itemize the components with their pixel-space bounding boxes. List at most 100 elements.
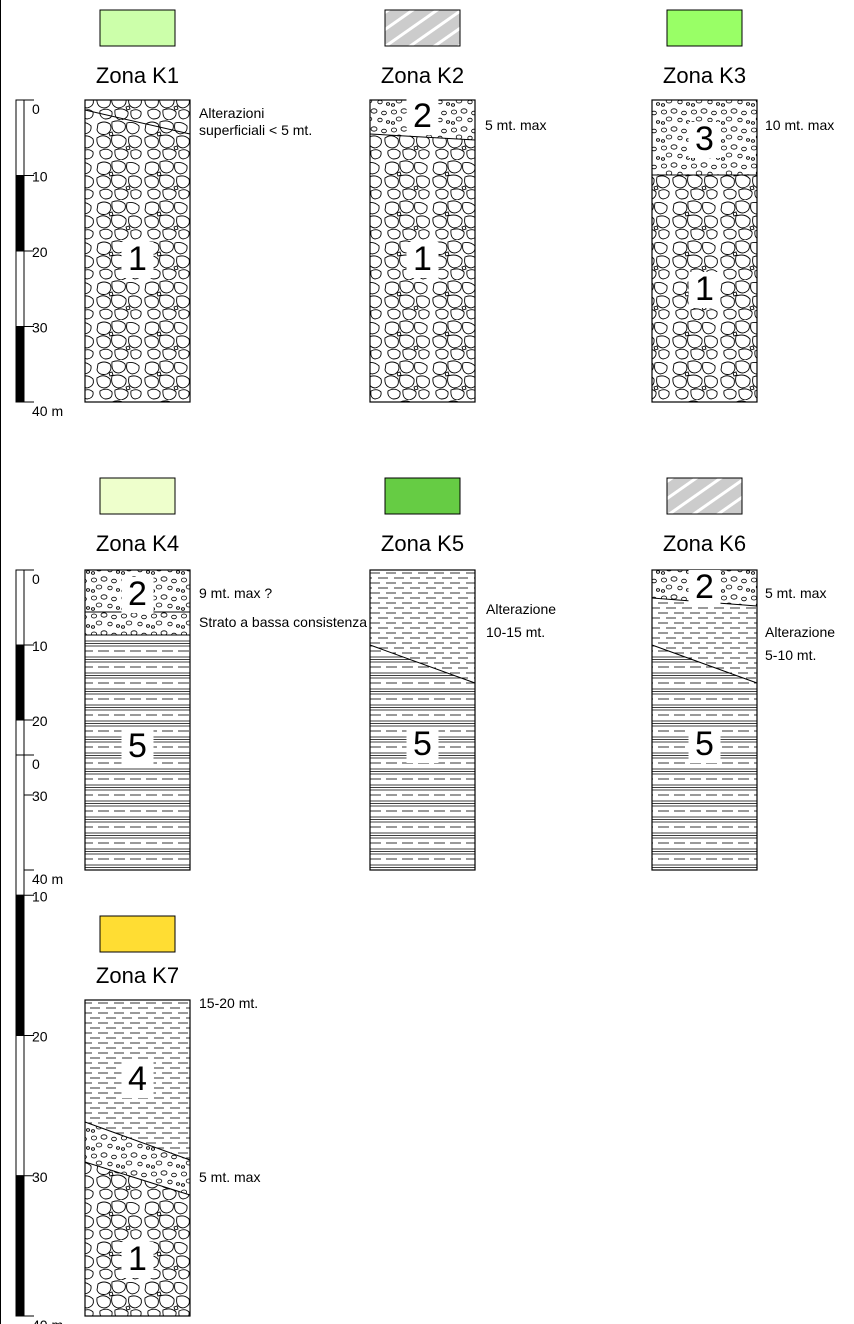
scale-tick-label: 0: [32, 756, 40, 772]
zone-k2-column: Zona K2 2 1 5 mt. max: [369, 9, 546, 403]
unit-label-bg: [406, 242, 439, 278]
unit-label-bg: [406, 727, 439, 763]
zone-color-swatch: [384, 477, 461, 515]
scale-tick-label: 30: [32, 320, 48, 336]
layer-dashed: [370, 570, 475, 683]
scale-segment: [15, 326, 25, 403]
unit-number-label: 1: [128, 240, 147, 278]
scale-segment: [15, 175, 25, 252]
column-outline: [84, 569, 191, 871]
layer-conglomerate: [85, 1162, 190, 1316]
scale-tick-label: 10: [32, 169, 48, 185]
scale-tick-label: 10: [32, 638, 48, 654]
unit-label-bg: [121, 729, 154, 765]
unit-label-bg: [121, 577, 154, 613]
zone-annotation: 10-15 mt.: [486, 624, 545, 640]
scale-tick-label: 0: [32, 571, 40, 587]
zone-title: Zona K7: [96, 963, 179, 988]
scale-segment: [15, 894, 25, 1036]
zone-annotation: 9 mt. max ?: [199, 585, 272, 601]
layer-dashed: [652, 598, 757, 683]
zone-annotation: Alterazione: [765, 624, 835, 640]
zone-color-swatch: [99, 915, 176, 953]
zone-annotation: Alterazione: [486, 601, 556, 617]
zone-annotation: 5 mt. max: [199, 1169, 260, 1185]
scale-tick-label: 40 m: [32, 1317, 63, 1324]
layer-boundary: [84, 1121, 191, 1161]
scale-segment: [15, 644, 25, 721]
scale-segment: [15, 1175, 25, 1317]
unit-label-bg: [121, 242, 154, 278]
unit-number-label: 2: [413, 97, 432, 135]
unit-label-bg: [406, 99, 439, 135]
scale-tick-label: 10: [32, 888, 48, 904]
scale-tick-label: 20: [32, 244, 48, 260]
zone-annotation: 5-10 mt.: [765, 647, 816, 663]
unit-number-label: 5: [128, 727, 147, 765]
unit-label-bg: [688, 122, 721, 158]
scale-segment: [15, 99, 25, 176]
depth-scale-row1: 0 10 20 30 40 m: [15, 99, 63, 419]
layer-boundary: [84, 1161, 191, 1196]
unit-label-bg: [688, 727, 721, 763]
column-outline: [84, 99, 191, 403]
depth-scale-row3: 0 10 20 30 40 m: [15, 754, 63, 1324]
unit-label-bg: [121, 1062, 154, 1098]
scale-tick-label: 40 m: [32, 403, 63, 419]
scale-segment: [15, 754, 25, 896]
layer-boundary: [651, 644, 758, 684]
zone-annotation: 15-20 mt.: [199, 995, 258, 1011]
column-outline: [651, 99, 758, 403]
unit-number-label: 5: [413, 725, 432, 763]
unit-number-label: 2: [128, 575, 147, 613]
zone-title: Zona K3: [663, 63, 746, 88]
zone-color-swatch: [99, 9, 176, 47]
zone-color-swatch: [384, 9, 461, 47]
zone-color-swatch: [666, 9, 743, 47]
zone-color-swatch: [99, 477, 176, 515]
scale-tick-label: 30: [32, 788, 48, 804]
scale-tick-label: 20: [32, 1029, 48, 1045]
scale-segment: [15, 569, 25, 646]
scale-segment: [15, 1035, 25, 1177]
scale-segment: [15, 250, 25, 327]
zone-annotation: Alterazioni: [199, 105, 264, 121]
unit-number-label: 1: [695, 270, 714, 308]
zone-color-swatch: [666, 477, 743, 515]
zone-title: Zona K2: [381, 63, 464, 88]
zone-title: Zona K4: [96, 531, 179, 556]
zone-k7-column: Zona K7 4 1 15-20 mt. 5 mt. max: [84, 915, 260, 1317]
column-outline: [369, 569, 476, 871]
zone-title: Zona K1: [96, 63, 179, 88]
layer-boundary: [369, 644, 476, 684]
unit-label-bg: [688, 570, 721, 606]
scale-tick-label: 20: [32, 713, 48, 729]
scale-tick-label: 30: [32, 1169, 48, 1185]
zone-annotation: 5 mt. max: [485, 117, 546, 133]
unit-number-label: 1: [413, 240, 432, 278]
zone-title: Zona K6: [663, 531, 746, 556]
zone-annotation: 10 mt. max: [765, 117, 834, 133]
unit-label-bg: [688, 272, 721, 308]
weathering-boundary: [84, 109, 191, 135]
unit-number-label: 4: [128, 1060, 147, 1098]
zone-k5-column: Zona K5 5 Alterazione 10-15 mt.: [369, 477, 556, 871]
unit-number-label: 1: [128, 1240, 147, 1278]
zone-annotation: superficiali < 5 mt.: [199, 122, 312, 138]
unit-label-bg: [121, 1242, 154, 1278]
zone-annotation: 5 mt. max: [765, 585, 826, 601]
scale-tick-label: 0: [32, 101, 40, 117]
zone-title: Zona K5: [381, 531, 464, 556]
scale-tick-label: 40 m: [32, 871, 63, 887]
unit-number-label: 5: [695, 725, 714, 763]
column-outline: [84, 999, 191, 1317]
zone-k3-column: Zona K3 3 1 10 mt. max: [651, 9, 834, 403]
layer-boundary: [369, 133, 476, 141]
unit-number-label: 3: [695, 120, 714, 158]
layer-gravel: [85, 1122, 190, 1195]
unit-number-label: 2: [695, 568, 714, 606]
